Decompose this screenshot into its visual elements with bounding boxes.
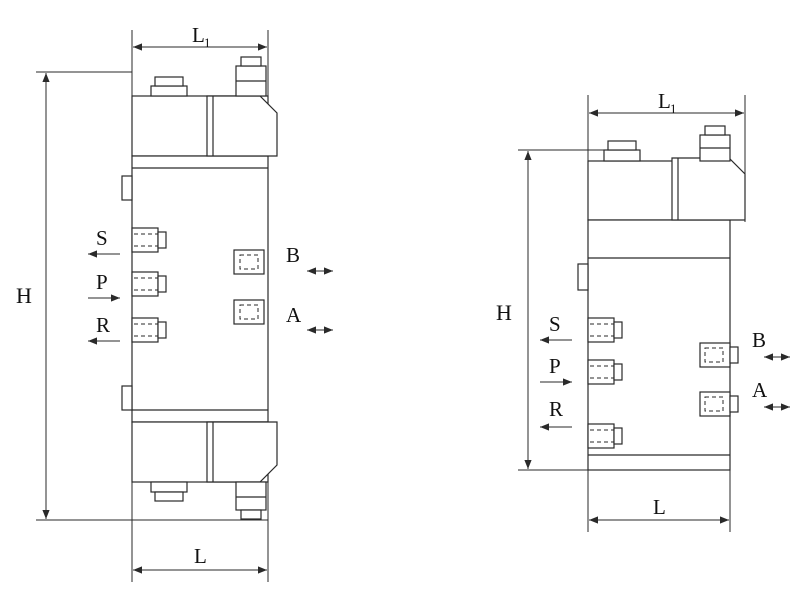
port-label-r-left: R [96,313,110,337]
port-label-a-left: A [286,303,302,327]
dim-label-h-right: H [496,300,512,325]
left-view-port-boss-s [131,227,167,253]
port-label-s-right: S [549,312,561,336]
right-view-port-boss-a [699,391,739,417]
right-view-top-bolt [603,140,641,162]
right-view-port-boss-p [587,359,623,385]
dim-label-l1-left: L [192,23,205,47]
left-view-port-boss-b [233,249,265,275]
left-view-top-bolt [150,76,188,97]
port-label-r-right: R [549,397,563,421]
left-view-valve-body [121,56,278,520]
left-view-bottom-connector [235,481,267,511]
port-label-a-right: A [752,378,768,402]
port-label-p-left: P [96,270,108,294]
right-view-side-tab [577,263,589,291]
port-label-b-left: B [286,243,300,267]
dim-label-l1-sub-left: 1 [204,35,211,50]
left-view-side-tab-bottom [121,385,133,411]
dim-label-l-right: L [653,495,666,519]
right-view-port-boss-r [587,423,623,449]
dim-label-h-left: H [16,283,32,308]
left-view-port-boss-p [131,271,167,297]
left-view: L 1 H L S P R B A [16,23,333,582]
left-view-port-boss-r [131,317,167,343]
dim-label-l-left: L [194,544,207,568]
left-view-side-tab-top [121,175,133,201]
dim-label-l1-sub-right: 1 [670,101,677,116]
port-label-p-right: P [549,354,561,378]
right-view-valve-body [577,125,746,471]
left-view-bottom-solenoid [206,421,278,520]
dim-label-l1-right: L [658,89,671,113]
right-view-port-boss-s [587,317,623,343]
port-label-b-right: B [752,328,766,352]
left-view-top-solenoid [206,56,278,157]
right-view-top-solenoid [671,125,746,221]
left-view-port-boss-a [233,299,265,325]
right-view-port-boss-b [699,342,739,368]
left-view-bottom-bolt [150,481,188,502]
port-label-s-left: S [96,226,108,250]
right-view: L 1 H L S P R B A [496,89,790,532]
